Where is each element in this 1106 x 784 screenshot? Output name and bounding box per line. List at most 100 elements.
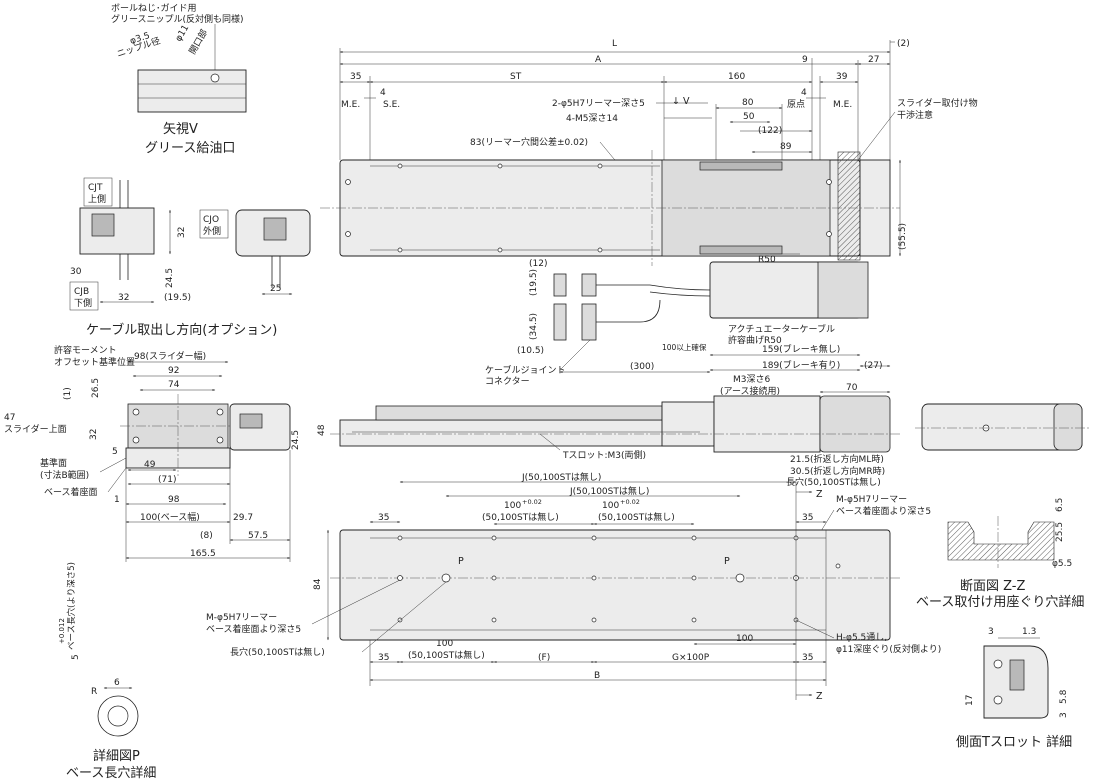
- z-bottom: Z: [816, 691, 823, 702]
- dim-50-100-b: (50,100STは無し): [598, 511, 675, 523]
- dim-100-a: 100: [504, 501, 521, 511]
- cjt-1: CJT: [88, 183, 103, 193]
- option-housing-a: [79, 207, 155, 255]
- arrow-v: ↓ V: [672, 96, 690, 107]
- dim-19-5: (19.5): [529, 269, 539, 296]
- note-reamer-r1: M-φ5H7リーマー: [836, 495, 907, 505]
- note-joint-1: ケーブルジョイント: [485, 364, 565, 376]
- dim-3-b: 3: [1059, 712, 1069, 718]
- dim-98-slider: 98(スライダー幅): [134, 350, 206, 362]
- tol-b: +0.02: [620, 498, 640, 506]
- end-view: 許容モーメント オフセット基準位置 98(スライダー幅) 92 74 (1) 2…: [4, 344, 327, 562]
- moment-1: 許容モーメント: [54, 344, 117, 356]
- note-earth: (アース接続用): [720, 385, 780, 397]
- base-mount-surface: ベース着座面: [44, 486, 98, 498]
- r-label: R: [91, 687, 97, 697]
- section-zz: 6.5 25.5 φ5.5 断面図 Z-Z ベース取付け用座ぐり穴詳細: [916, 498, 1084, 610]
- dim-1-end: 1: [114, 495, 120, 505]
- end-right-cap: [1053, 403, 1083, 451]
- side-view: M3深さ6 (アース接続用) 70 Tスロット:M3(両側) 21.5(折返し方…: [330, 374, 900, 477]
- bottom-body: [339, 529, 891, 641]
- dim-49: 49: [144, 460, 156, 470]
- dim-122: (122): [758, 126, 782, 136]
- dim-35: 35: [350, 72, 361, 82]
- dim-9: 9: [802, 55, 808, 65]
- dim-3: 3: [988, 627, 994, 637]
- option-connector-a: [91, 213, 115, 237]
- dim-47: 47: [4, 413, 15, 423]
- dim-189: 189(ブレーキ有り): [762, 359, 840, 371]
- ME-left: M.E.: [341, 100, 360, 110]
- dim-50-100-a: (50,100STは無し): [482, 511, 559, 523]
- side-motor: [713, 395, 821, 453]
- cjo-2: 外側: [203, 225, 221, 237]
- dim-35-d: 35: [802, 653, 813, 663]
- SE: S.E.: [383, 100, 400, 110]
- dim-30-5: 30.5(折返し方向MR時): [790, 465, 885, 477]
- view-v-body: [137, 69, 247, 113]
- cjb-2: 下側: [74, 297, 92, 309]
- note-nipple-1: ボールねじ･ガイド用: [111, 3, 197, 14]
- end-motor-connector: [239, 413, 263, 429]
- cjo-1: CJO: [203, 215, 219, 225]
- dim-6-5: 6.5: [1055, 498, 1065, 512]
- dim-100-b: 100: [602, 501, 619, 511]
- opening: 開口部: [186, 27, 210, 56]
- dim-35-a: 35: [378, 513, 389, 523]
- dim-160: 160: [728, 72, 745, 82]
- option-connector-b: [263, 217, 287, 241]
- dim-4-left: 4: [380, 88, 386, 98]
- side-body: [339, 419, 711, 447]
- top-view: L (2) A 27 35 ST 160 9 39 M.E. 4 S.E. 2-…: [320, 39, 978, 387]
- cjt-2: 上側: [88, 193, 106, 205]
- note-reamer-l1: M-φ5H7リーマー: [206, 613, 277, 623]
- side-cover: [375, 405, 663, 421]
- base-surface-1: 基準面: [40, 457, 67, 469]
- tslot-groove: [1009, 659, 1025, 691]
- note-interference-1: スライダー取付け物: [897, 97, 978, 109]
- dim-92: 92: [168, 366, 179, 376]
- dim-48: 48: [317, 424, 327, 436]
- p-label-1: P: [458, 556, 464, 567]
- dim-A: A: [595, 55, 602, 65]
- note-m5: 4-M5深さ14: [566, 113, 618, 124]
- slider-top-surface: スライダー上面: [4, 423, 67, 435]
- dim-165-5: 165.5: [190, 549, 216, 559]
- dim-32-h: 32: [118, 293, 129, 303]
- note-reamer-tol: 83(リーマー穴間公差±0.02): [470, 136, 588, 148]
- dim-25: 25: [270, 284, 281, 294]
- dim-25-5: 25.5: [1055, 522, 1065, 542]
- dim-J1: J(50,100STは無し): [521, 471, 601, 483]
- dim-12: (12): [529, 259, 547, 269]
- dim-32-end: 32: [89, 429, 99, 440]
- note-reamer: 2-φ5H7リーマー深さ5: [552, 98, 645, 109]
- dim-27b: (27): [864, 361, 882, 371]
- view-v-caption-2: グリース給油口: [145, 141, 235, 156]
- note-slot-left: 長穴(50,100STは無し): [230, 646, 325, 658]
- dim-24-5: 24.5: [165, 268, 175, 288]
- dim-70: 70: [846, 383, 858, 393]
- cjo-box: [199, 209, 229, 239]
- section-caption-2: ベース取付け用座ぐり穴詳細: [916, 594, 1084, 610]
- dim-21-5: 21.5(折返し方向ML時): [790, 453, 884, 465]
- dim-89: 89: [780, 142, 792, 152]
- dim-min100: 100以上確保: [662, 342, 707, 352]
- note-interference-2: 干渉注意: [897, 109, 933, 121]
- connector-a: [581, 273, 597, 297]
- base-surface-2: (寸法B範囲): [40, 469, 89, 481]
- dim-100-c: 100: [436, 639, 453, 649]
- dim-74: 74: [168, 380, 180, 390]
- dim-27: 27: [868, 55, 879, 65]
- cjb-1: CJB: [74, 287, 89, 297]
- dim-1: (1): [63, 387, 73, 400]
- dim-19-5-opt: (19.5): [164, 293, 191, 303]
- dim-30: 30: [70, 267, 82, 277]
- dim-84: 84: [313, 578, 323, 590]
- dim-5-end: 5: [112, 447, 118, 457]
- dim-26-5: 26.5: [91, 378, 101, 398]
- interference-zone: [837, 151, 861, 261]
- note-joint-2: コネクター: [485, 376, 530, 387]
- view-v-caption-1: 矢視V: [163, 122, 198, 137]
- dim-80: 80: [742, 98, 754, 108]
